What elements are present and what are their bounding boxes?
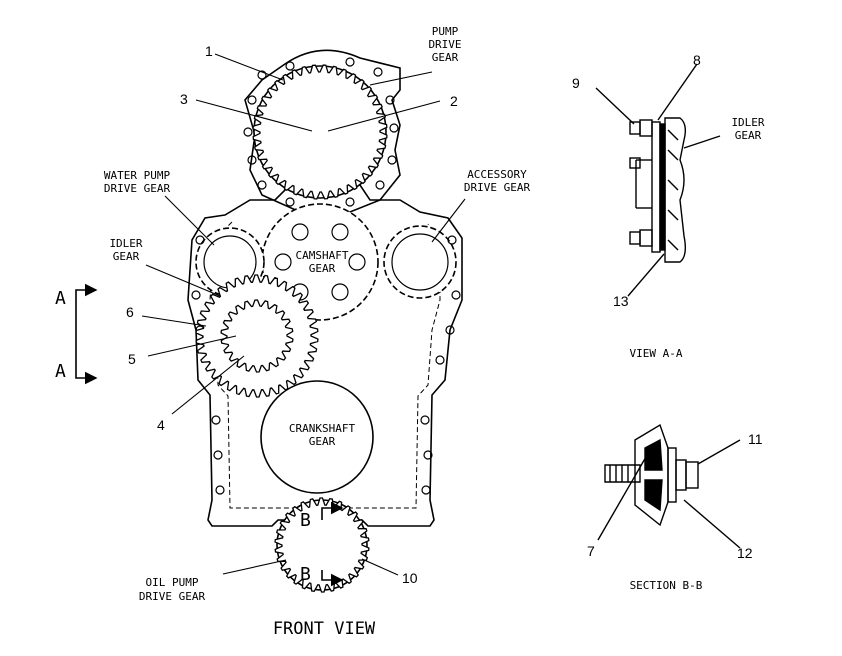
svg-text:GEAR: GEAR	[735, 129, 762, 142]
section-a-marker	[75, 283, 98, 385]
accessory-drive-gear	[383, 225, 457, 299]
front-view-title: FRONT VIEW	[273, 619, 376, 639]
callout-1: 1	[205, 43, 213, 59]
section-a-bottom-label: A	[55, 361, 66, 382]
section-a-top-label: A	[55, 288, 66, 309]
section-b-bottom-label: B	[300, 564, 311, 585]
section-bb-drawing	[597, 423, 741, 549]
callout-6: 6	[126, 304, 134, 320]
callout-9: 9	[572, 75, 580, 91]
svg-text:ACCESSORY: ACCESSORY	[467, 168, 527, 181]
svg-text:IDLER: IDLER	[731, 116, 764, 129]
callout-3: 3	[180, 91, 188, 107]
crankshaft-gear	[260, 380, 374, 494]
water-pump-drive-gear-label: WATER PUMP DRIVE GEAR	[104, 169, 171, 195]
idler-gear-label: IDLER GEAR	[109, 237, 142, 263]
svg-text:WATER PUMP: WATER PUMP	[104, 169, 171, 182]
section-b-top-label: B	[300, 510, 311, 531]
view-aa-title: VIEW A-A	[630, 347, 683, 360]
svg-text:IDLER: IDLER	[109, 237, 142, 250]
svg-text:DRIVE GEAR: DRIVE GEAR	[139, 590, 206, 603]
callout-4: 4	[157, 417, 165, 433]
callout-2: 2	[450, 93, 458, 109]
svg-text:CRANKSHAFT: CRANKSHAFT	[289, 422, 356, 435]
idler-gear-view-aa-label: IDLER GEAR	[731, 116, 764, 142]
crankshaft-gear-label: CRANKSHAFT GEAR	[289, 422, 356, 448]
svg-text:OIL PUMP: OIL PUMP	[146, 576, 199, 589]
section-b-marker	[321, 501, 344, 587]
callout-11: 11	[748, 431, 763, 447]
svg-text:CAMSHAFT: CAMSHAFT	[296, 249, 349, 262]
svg-text:DRIVE: DRIVE	[428, 38, 461, 51]
view-aa-drawing	[595, 63, 721, 297]
svg-text:PUMP: PUMP	[432, 25, 459, 38]
callout-10: 10	[402, 570, 418, 586]
accessory-drive-gear-label: ACCESSORY DRIVE GEAR	[464, 168, 531, 194]
callout-7: 7	[587, 543, 595, 559]
svg-text:GEAR: GEAR	[113, 250, 140, 263]
camshaft-gear-label: CAMSHAFT GEAR	[296, 249, 349, 275]
svg-text:GEAR: GEAR	[309, 262, 336, 275]
pump-drive-gear-label: PUMP DRIVE GEAR	[428, 25, 461, 64]
svg-text:GEAR: GEAR	[432, 51, 459, 64]
svg-text:DRIVE GEAR: DRIVE GEAR	[104, 182, 171, 195]
callout-13: 13	[613, 293, 629, 309]
front-housing-outline	[187, 184, 463, 527]
oil-pump-drive-gear-label: OIL PUMP DRIVE GEAR	[139, 576, 206, 603]
svg-text:GEAR: GEAR	[309, 435, 336, 448]
callout-8: 8	[693, 52, 701, 68]
section-bb-title: SECTION B-B	[630, 579, 703, 592]
svg-text:DRIVE GEAR: DRIVE GEAR	[464, 181, 531, 194]
accessory-gear-inner	[391, 233, 449, 291]
callout-12: 12	[737, 545, 753, 561]
callout-5: 5	[128, 351, 136, 367]
leader-lines	[141, 53, 466, 576]
housing-bolt-holes	[191, 57, 461, 495]
